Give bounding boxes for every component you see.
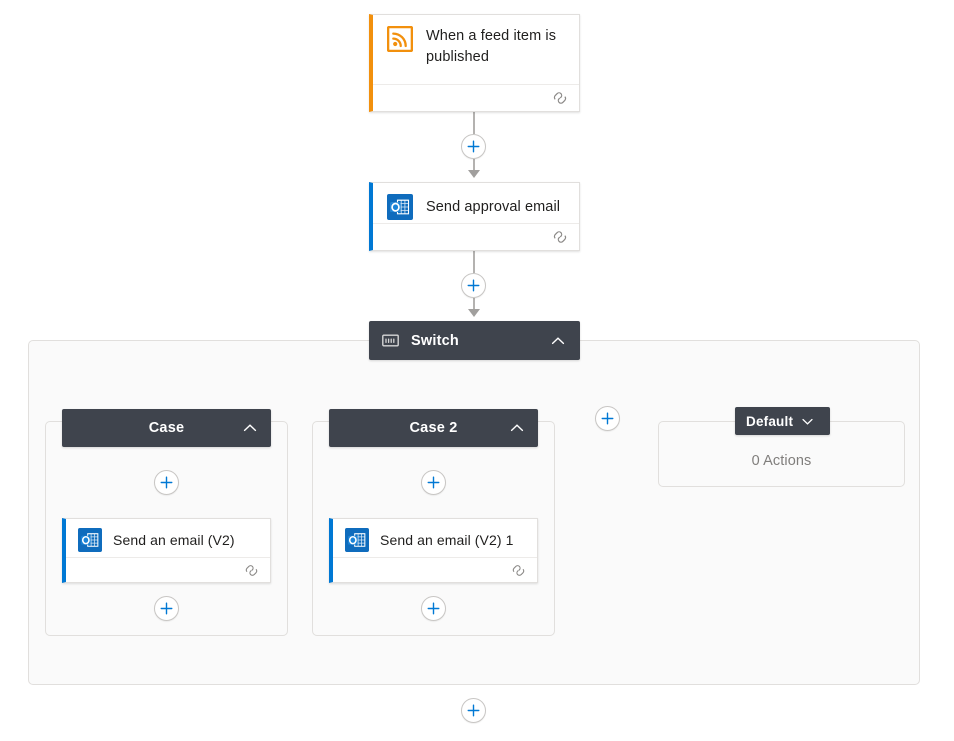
- add-step-button-case2-bottom[interactable]: [421, 596, 446, 621]
- case-header-2[interactable]: Case 2: [329, 409, 538, 447]
- plus-icon: [467, 140, 480, 153]
- chevron-up-icon[interactable]: [549, 332, 567, 350]
- default-empty-label: 0 Actions: [751, 453, 812, 469]
- case2-card-header: Send an email (V2) 1: [333, 519, 537, 561]
- case-title-2: Case 2: [409, 420, 458, 436]
- plus-icon: [601, 412, 614, 425]
- chevron-up-icon[interactable]: [508, 419, 526, 437]
- case-header-1[interactable]: Case: [62, 409, 271, 447]
- case1-card-footer: [66, 557, 270, 582]
- default-header[interactable]: Default: [735, 407, 830, 435]
- plus-icon: [467, 704, 480, 717]
- switch-icon: [382, 334, 399, 347]
- outlook-icon: [78, 528, 102, 552]
- case2-card-footer: [333, 557, 537, 582]
- action-card-send-approval-email[interactable]: Send approval email: [369, 182, 580, 251]
- case2-card-title: Send an email (V2) 1: [380, 531, 514, 548]
- add-step-button-after-trigger[interactable]: [461, 134, 486, 159]
- plus-icon: [160, 476, 173, 489]
- plus-icon: [427, 602, 440, 615]
- trigger-card-title: When a feed item is published: [426, 28, 557, 65]
- switch-header[interactable]: Switch: [369, 321, 580, 360]
- trigger-card-footer: [373, 84, 579, 111]
- add-step-button-after-approval[interactable]: [461, 273, 486, 298]
- outlook-icon: [345, 528, 369, 552]
- plus-icon: [467, 279, 480, 292]
- switch-title: Switch: [411, 332, 459, 349]
- add-step-button-after-switch[interactable]: [461, 698, 486, 723]
- add-step-button-case2-top[interactable]: [421, 470, 446, 495]
- action-card-send-an-email-v2-1[interactable]: Send an email (V2) 1: [329, 518, 538, 583]
- case1-card-title: Send an email (V2): [113, 531, 235, 548]
- plus-icon: [160, 602, 173, 615]
- connections-icon[interactable]: [511, 563, 526, 578]
- default-title: Default: [746, 413, 794, 429]
- approval-card-footer: [373, 223, 579, 250]
- connections-icon[interactable]: [552, 229, 568, 245]
- trigger-card-header: When a feed item is published: [373, 15, 579, 79]
- chevron-down-icon[interactable]: [800, 414, 815, 429]
- chevron-up-icon[interactable]: [241, 419, 259, 437]
- case-title-1: Case: [148, 420, 185, 436]
- outlook-icon: [387, 194, 413, 220]
- action-card-send-an-email-v2[interactable]: Send an email (V2): [62, 518, 271, 583]
- plus-icon: [427, 476, 440, 489]
- connections-icon[interactable]: [552, 90, 568, 106]
- connections-icon[interactable]: [244, 563, 259, 578]
- case1-card-header: Send an email (V2): [66, 519, 270, 561]
- approval-card-header: Send approval email: [373, 183, 579, 231]
- add-case-button[interactable]: [595, 406, 620, 431]
- approval-card-title: Send approval email: [426, 198, 561, 215]
- add-step-button-case1-top[interactable]: [154, 470, 179, 495]
- trigger-card-rss[interactable]: When a feed item is published: [369, 14, 580, 112]
- rss-icon: [387, 26, 413, 52]
- add-step-button-case1-bottom[interactable]: [154, 596, 179, 621]
